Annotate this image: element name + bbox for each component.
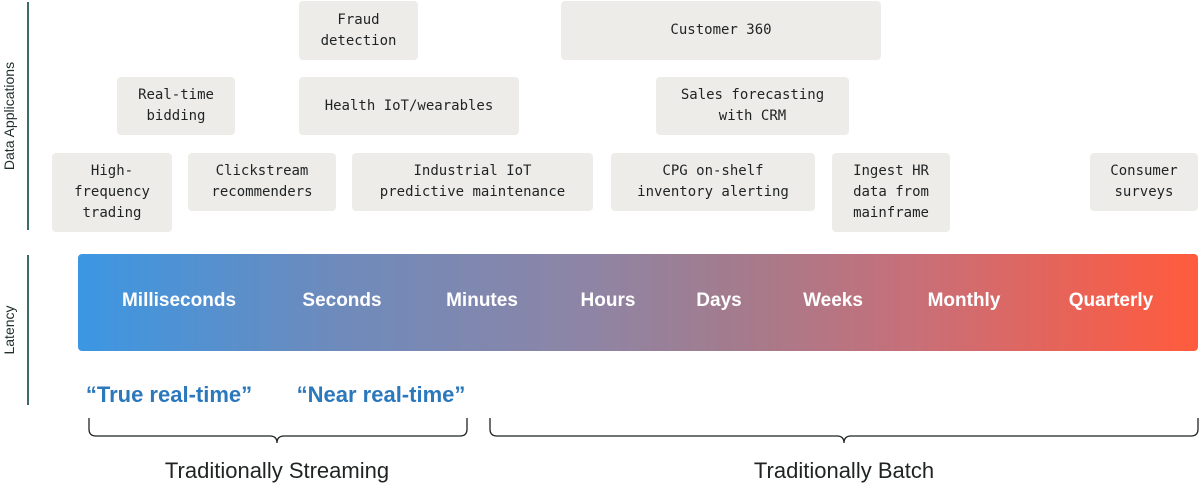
- app-customer-360: Customer 360: [561, 1, 881, 60]
- latency-gradient-bar: [78, 254, 1198, 351]
- latency-quarterly: Quarterly: [1068, 290, 1154, 311]
- latency-minutes: Minutes: [446, 290, 518, 311]
- app-sales-forecasting: Sales forecasting with CRM: [656, 77, 849, 135]
- app-health-iot: Health IoT/wearables: [299, 77, 519, 135]
- latency-days: Days: [696, 290, 742, 311]
- app-industrial-iot: Industrial IoT predictive maintenance: [352, 153, 593, 211]
- app-real-time-bidding: Real-time bidding: [117, 77, 235, 135]
- app-ingest-hr-data: Ingest HR data from mainframe: [832, 153, 950, 232]
- app-fraud-detection: Fraud detection: [299, 1, 418, 60]
- latency-seconds: Seconds: [302, 290, 382, 311]
- traditionally-streaming-label: Traditionally Streaming: [164, 458, 390, 483]
- near-real-time-label: “Near real-time”: [296, 382, 466, 407]
- latency-weeks: Weeks: [803, 290, 863, 311]
- latency-milliseconds: Milliseconds: [121, 290, 237, 311]
- app-cpg-inventory: CPG on-shelf inventory alerting: [611, 153, 815, 211]
- batch-bracket: [489, 418, 1199, 444]
- traditionally-batch-label: Traditionally Batch: [753, 458, 935, 483]
- latency-monthly: Monthly: [927, 290, 1001, 311]
- app-high-frequency-trading: High- frequency trading: [52, 153, 172, 232]
- app-clickstream-recommenders: Clickstream recommenders: [188, 153, 336, 211]
- app-consumer-surveys: Consumer surveys: [1090, 153, 1198, 211]
- latency-hours: Hours: [580, 290, 636, 311]
- streaming-bracket: [88, 418, 468, 444]
- apps-axis-line: [27, 2, 29, 230]
- latency-axis-line: [27, 255, 29, 405]
- true-real-time-label: “True real-time”: [85, 382, 253, 407]
